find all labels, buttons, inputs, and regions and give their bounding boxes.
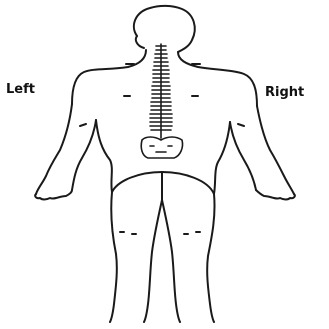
arm-left-outer xyxy=(36,104,72,194)
side-label-left: Left xyxy=(6,83,35,96)
knee-crease-right xyxy=(184,232,200,234)
neck-shoulder-right xyxy=(178,52,257,106)
elbow-mark-right xyxy=(238,124,244,126)
arm-right-inner xyxy=(230,122,256,190)
arm-right-outer xyxy=(257,106,294,194)
spine xyxy=(141,44,182,158)
torso-left xyxy=(96,120,112,192)
elbow-mark-left xyxy=(80,124,86,126)
leg-right-inner xyxy=(162,200,180,322)
torso-right xyxy=(214,122,230,194)
ear-left xyxy=(136,36,144,48)
arm-left-inner xyxy=(72,120,96,190)
hand-right xyxy=(256,190,295,200)
head-outline xyxy=(134,6,195,52)
leg-left-inner xyxy=(144,200,162,322)
knee-crease-left xyxy=(120,232,136,234)
neck-shoulder-left xyxy=(72,50,146,104)
hand-left xyxy=(35,190,72,200)
leg-right-outer xyxy=(207,194,214,322)
side-label-right: Right xyxy=(265,86,304,99)
leg-left-outer xyxy=(110,192,117,322)
